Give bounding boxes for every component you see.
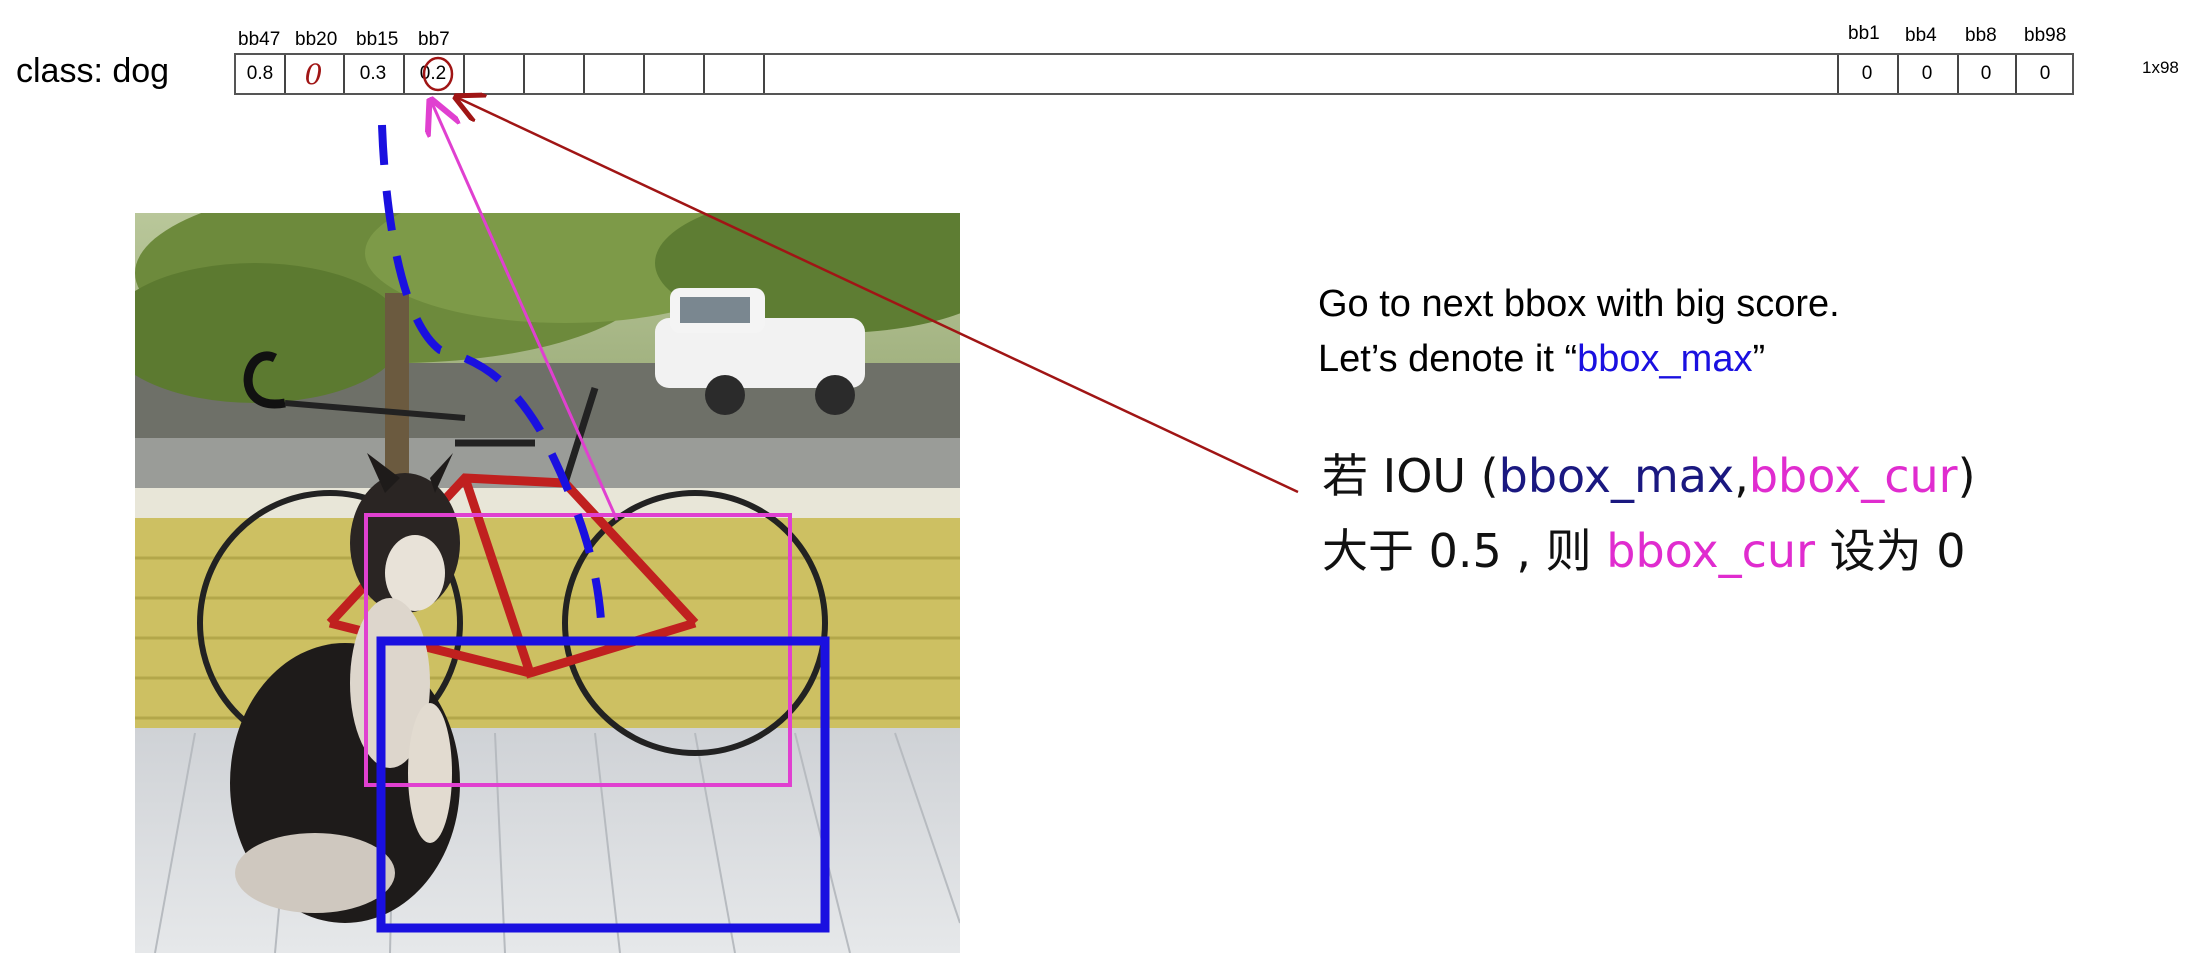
hw-set-zero: 设为 0 xyxy=(1829,524,1966,578)
score-cell-bb1: 0 xyxy=(1861,63,1873,84)
cell-divider xyxy=(1957,55,1959,93)
hw-close-paren: ) xyxy=(1957,449,1976,503)
hw-bbox-max: bbox_max xyxy=(1498,449,1735,503)
class-label: class: dog xyxy=(16,52,170,90)
bb-label-bb1: bb1 xyxy=(1848,23,1880,44)
score-vector: 0.8 0 0.3 0.2 0 0 0 0 xyxy=(234,53,2074,95)
note-line-2: Let’s denote it “bbox_max” xyxy=(1318,338,1765,381)
handwritten-line-1: 若 IOU (bbox_max,bbox_cur) xyxy=(1322,440,1976,506)
note-line-2-suffix: ” xyxy=(1752,338,1766,380)
bb-label-bb98: bb98 xyxy=(2024,25,2067,46)
hw-iou-prefix: 若 IOU ( xyxy=(1322,449,1499,503)
cell-divider xyxy=(2015,55,2017,93)
bb-label-bb20: bb20 xyxy=(295,29,338,50)
cell-divider xyxy=(583,55,585,93)
cell-divider xyxy=(403,55,405,93)
scene-photo xyxy=(135,213,960,953)
bb-label-bb7: bb7 xyxy=(418,29,450,50)
cell-divider xyxy=(523,55,525,93)
cell-divider xyxy=(343,55,345,93)
cell-divider xyxy=(1897,55,1899,93)
cell-divider xyxy=(463,55,465,93)
cell-divider xyxy=(643,55,645,93)
note-line-1: Go to next bbox with big score. xyxy=(1318,283,1840,325)
bb-label-bb4: bb4 xyxy=(1905,25,1937,46)
bb-label-bb47: bb47 xyxy=(238,29,281,50)
cell-divider xyxy=(763,55,765,93)
handwritten-line-2: 大于 0.5 , 则 bbox_cur 设为 0 xyxy=(1322,515,1966,581)
score-cell-bb8: 0 xyxy=(1980,63,1992,84)
hw-greater-than: 大于 0.5 , 则 xyxy=(1322,524,1592,578)
score-cell-bb47: 0.8 xyxy=(246,63,274,84)
hw-comma: , xyxy=(1734,449,1749,503)
cell-divider xyxy=(703,55,705,93)
hw-bbox-cur: bbox_cur xyxy=(1748,449,1958,503)
score-cell-bb20: 0 xyxy=(304,57,323,91)
hw-bbox-cur-2: bbox_cur xyxy=(1606,524,1815,578)
cell-divider xyxy=(284,55,286,93)
note-line-2-prefix: Let’s denote it “ xyxy=(1318,338,1578,380)
bb-label-bb8: bb8 xyxy=(1965,25,1997,46)
score-cell-bb7: 0.2 xyxy=(419,63,447,84)
photo-illustration xyxy=(135,213,960,953)
vector-size-label: 1x98 xyxy=(2142,58,2179,77)
bb-label-bb15: bb15 xyxy=(356,29,399,50)
score-cell-bb98: 0 xyxy=(2039,63,2051,84)
score-cell-bb15: 0.3 xyxy=(359,63,387,84)
bbox-max-term: bbox_max xyxy=(1577,338,1753,380)
score-cell-bb4: 0 xyxy=(1921,63,1933,84)
cell-divider xyxy=(1837,55,1839,93)
